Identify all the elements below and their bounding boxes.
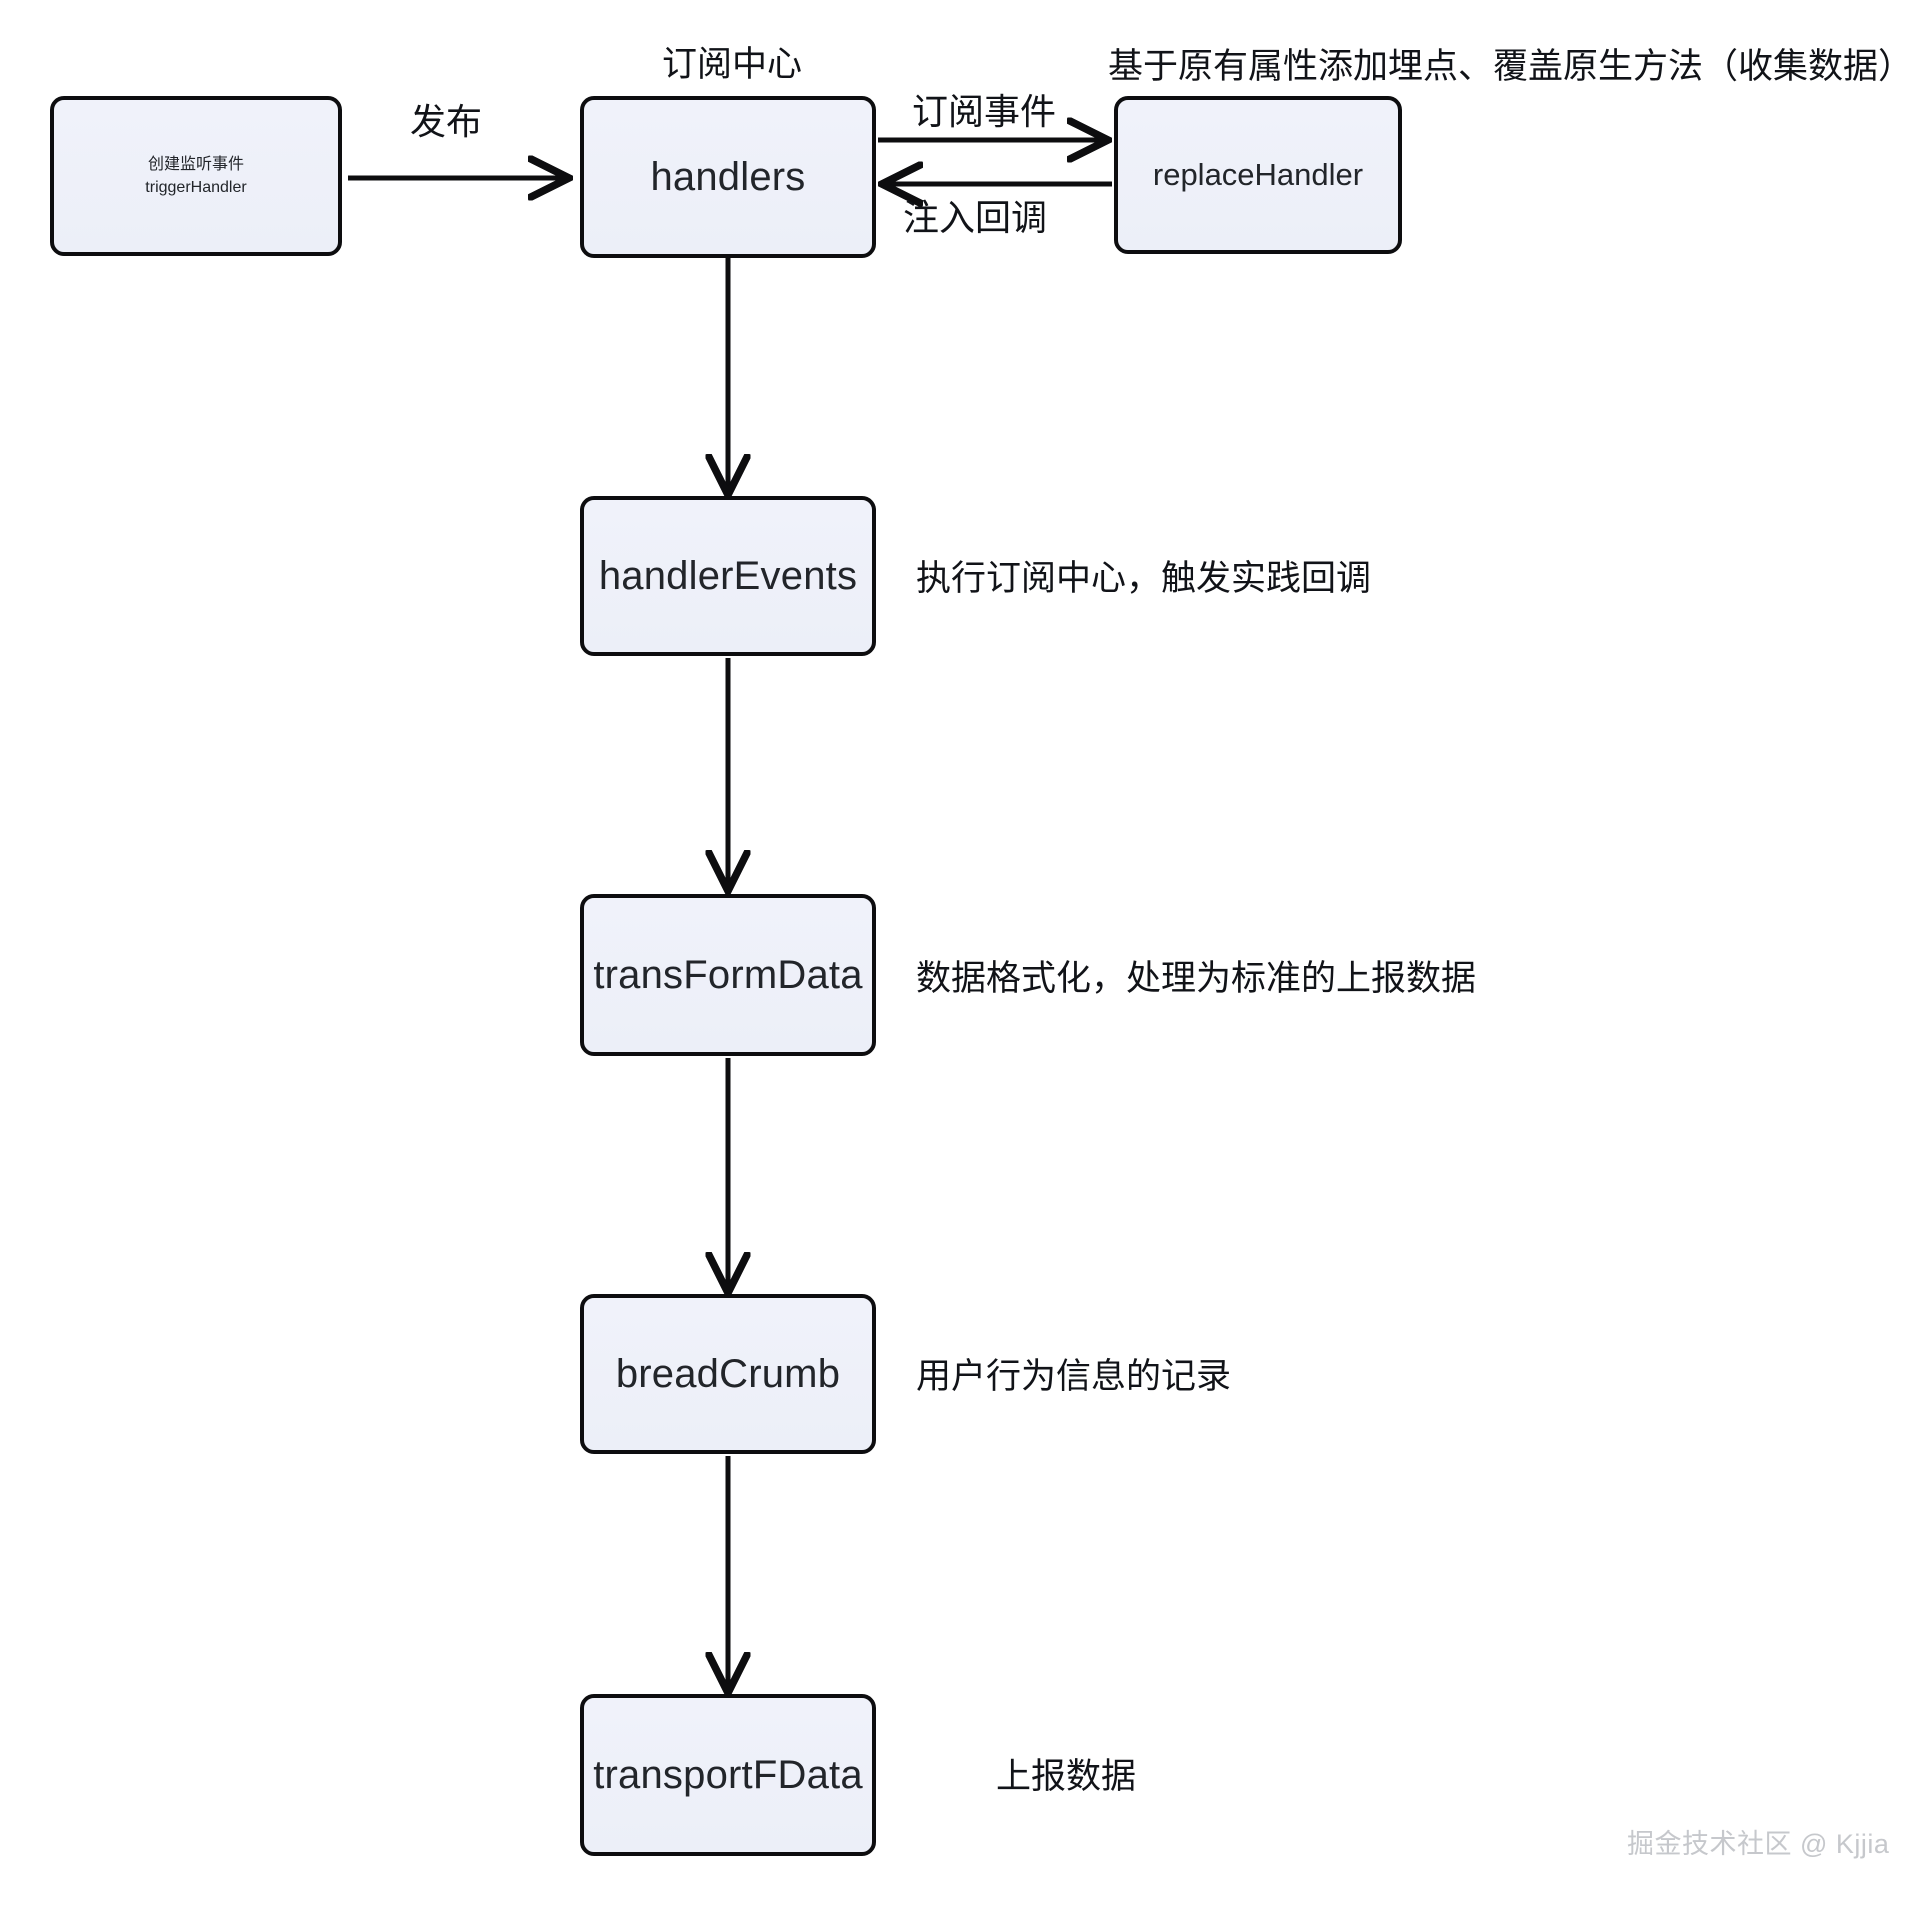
transport-note: 上报数据 [996,1757,1137,1796]
node-trans-form-data-label: transFormData [593,953,863,997]
node-transport-fdata[interactable]: transportFData [580,1694,876,1856]
node-trans-form-data[interactable]: transFormData [580,894,876,1056]
replace-handler-note: 基于原有属性添加埋点、覆盖原生方法（收集数据） [1108,47,1914,86]
handler-events-note: 执行订阅中心，触发实践回调 [916,559,1372,598]
bread-crumb-note: 用户行为信息的记录 [916,1357,1232,1396]
trans-form-data-note: 数据格式化，处理为标准的上报数据 [916,959,1477,998]
node-replace-handler[interactable]: replaceHandler [1114,96,1402,254]
node-transport-fdata-label: transportFData [593,1753,863,1797]
node-handler-events[interactable]: handlerEvents [580,496,876,656]
node-replace-handler-label: replaceHandler [1152,156,1364,192]
edge-label-inject-callback: 注入回调 [903,197,1048,238]
node-trigger-handler-line1: 创建监听事件 [147,155,244,173]
node-trigger-handler-line2: triggerHandler [145,179,247,196]
node-handlers[interactable]: handlers [580,96,876,258]
node-trigger-handler[interactable]: 创建监听事件 triggerHandler [50,96,342,256]
edge-label-publish: 发布 [410,101,483,142]
node-bread-crumb[interactable]: breadCrumb [580,1294,876,1454]
watermark: 掘金技术社区 @ Kjjia [1627,1829,1890,1859]
edge-label-subscribe-event: 订阅事件 [912,91,1057,132]
node-handler-events-label: handlerEvents [598,554,858,598]
subscription-center-label: 订阅中心 [662,45,803,84]
node-bread-crumb-label: breadCrumb [615,1352,841,1396]
node-handlers-label: handlers [650,155,806,199]
